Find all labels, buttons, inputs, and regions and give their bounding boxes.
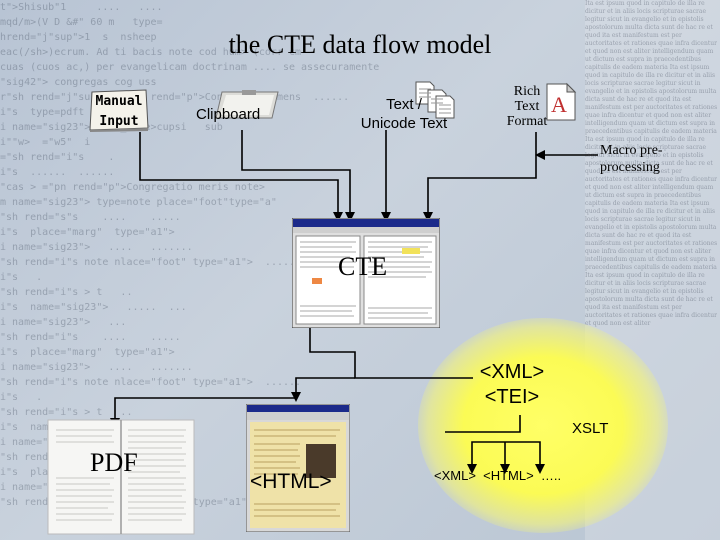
html-label: <HTML>	[250, 470, 332, 493]
xslt-label: XSLT	[572, 420, 609, 437]
rtf-label: Rich Text Format	[506, 84, 548, 129]
text-documents-icon	[415, 81, 455, 119]
manual-input-label: Manual Input	[95, 94, 143, 129]
output-branches-label: <XML> <HTML> …..	[434, 468, 562, 483]
rtf-document-icon: A	[546, 82, 577, 121]
html-browser-screenshot	[246, 404, 350, 532]
cte-app-screenshot	[292, 218, 440, 328]
clipboard-label: Clipboard	[196, 106, 261, 123]
pdf-label: PDF	[90, 448, 138, 477]
text-unicode-label: Text / Unicode Text	[360, 96, 448, 132]
pdf-book-image	[47, 419, 195, 535]
cte-label: CTE	[338, 252, 388, 281]
xml-highlight-glow	[418, 318, 668, 533]
keyboard-icon	[89, 89, 149, 132]
clipboard-icon	[215, 90, 279, 119]
macro-preprocessing-label: Macro pre- processing	[600, 143, 663, 175]
svg-text:A: A	[551, 92, 567, 117]
slide-title: the CTE data flow model	[228, 30, 492, 59]
xml-tei-label: <XML> <TEI>	[479, 361, 545, 408]
